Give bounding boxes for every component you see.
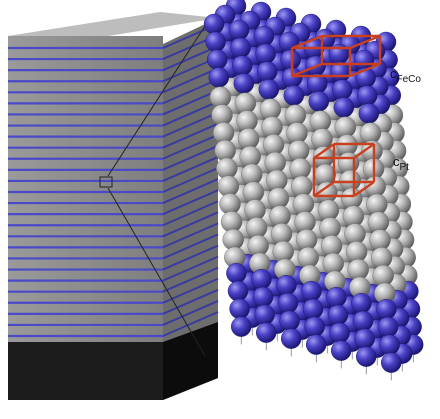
- feco-atom: [254, 304, 275, 325]
- feco-atom: [329, 322, 350, 343]
- feco-atom: [352, 310, 374, 332]
- block-front-face: [8, 36, 163, 400]
- feco-atom: [251, 269, 272, 290]
- layer-stripe-side: [162, 255, 219, 282]
- layer-stripe-side: [162, 122, 219, 149]
- feco-atom: [203, 13, 225, 35]
- feco-atom: [279, 310, 300, 331]
- layer-stripe-side: [162, 233, 219, 260]
- layer-stripe-side: [162, 45, 219, 72]
- layer-stripe-side: [162, 178, 219, 204]
- feco-atom: [281, 328, 302, 349]
- label-c-pt: cPt: [393, 154, 409, 173]
- layer-stripe-side: [162, 288, 219, 315]
- label-c-pt-sub: Pt: [400, 162, 410, 173]
- layer-stripe-side: [162, 133, 219, 160]
- feco-atom: [304, 316, 325, 337]
- feco-atom: [205, 31, 226, 52]
- feco-unit-cell: [290, 34, 382, 78]
- feco-atom: [257, 61, 278, 82]
- layer-stripe-side: [162, 189, 219, 216]
- feco-atom: [333, 97, 354, 118]
- feco-atom: [256, 322, 277, 343]
- feco-atom: [356, 346, 377, 367]
- layer-stripe-side: [162, 244, 219, 271]
- feco-atom: [231, 55, 253, 76]
- feco-atom: [377, 316, 399, 338]
- layer-stripe-side: [162, 89, 219, 116]
- feco-atom: [327, 304, 349, 326]
- unit-cell-edge: [313, 143, 335, 159]
- multilayer-block: [8, 12, 219, 400]
- pt-unit-cell: [312, 142, 376, 198]
- layer-stripe-side: [162, 311, 219, 337]
- unit-cell-edge: [291, 62, 323, 78]
- zoom-selection-box: [99, 176, 113, 188]
- layer-stripe-side: [162, 144, 219, 171]
- layer-stripe-side: [162, 67, 219, 94]
- feco-atom: [283, 85, 304, 106]
- substrate-side: [163, 322, 218, 400]
- layer-stripe-side: [162, 222, 219, 249]
- atomic-lattice: [203, 0, 424, 381]
- substrate-front: [8, 342, 163, 400]
- feco-atom: [228, 19, 250, 41]
- label-c-feco-sub: FeCo: [397, 74, 422, 85]
- feco-atom: [277, 292, 299, 314]
- feco-atom: [255, 43, 276, 64]
- feco-atom: [331, 340, 352, 361]
- feco-atom: [354, 328, 375, 349]
- layer-stripe-side: [162, 100, 219, 127]
- feco-atom: [332, 79, 353, 100]
- feco-atom: [230, 37, 251, 58]
- feco-atom: [233, 73, 255, 94]
- feco-atom: [358, 103, 379, 124]
- feco-atom: [306, 334, 327, 355]
- layer-stripe-side: [162, 111, 219, 138]
- zoom-line-top: [107, 25, 206, 177]
- unit-cell-edge: [353, 143, 375, 159]
- feco-atom: [351, 293, 372, 314]
- feco-atom: [302, 298, 324, 320]
- feco-atom: [276, 275, 297, 296]
- unit-cell-edge: [353, 181, 375, 197]
- label-c-pt-main: c: [393, 154, 400, 169]
- layer-stripe-side: [162, 78, 219, 105]
- layer-stripe-side: [162, 266, 219, 293]
- feco-atom: [227, 280, 249, 302]
- feco-atom: [280, 49, 301, 70]
- unit-cell-edge: [349, 34, 381, 50]
- feco-atom: [206, 49, 228, 70]
- block-side-face: [163, 18, 218, 400]
- label-c-feco-main: c: [390, 66, 397, 81]
- layer-stripe-side: [162, 300, 219, 326]
- feco-atom: [308, 91, 329, 112]
- feco-atom: [381, 352, 402, 373]
- layer-stripe-side: [162, 200, 219, 227]
- layer-stripe-side: [162, 156, 219, 182]
- feco-atom: [258, 79, 279, 100]
- label-c-feco: cFeCo: [390, 66, 421, 85]
- layer-stripes: [8, 23, 219, 338]
- feco-atom: [326, 287, 347, 308]
- feco-atom: [253, 25, 275, 47]
- unit-cell-edge: [349, 62, 381, 78]
- feco-atom: [208, 67, 230, 88]
- feco-atom: [357, 85, 378, 106]
- unit-cells: [290, 34, 382, 198]
- layer-stripe-side: [162, 167, 219, 193]
- unit-cell-edge: [313, 181, 335, 197]
- feco-atom: [376, 299, 397, 320]
- unit-cell-edge: [291, 34, 323, 50]
- feco-atom: [226, 263, 247, 284]
- feco-atom: [301, 281, 322, 302]
- zoom-line-bottom: [107, 187, 206, 357]
- layer-stripe-side: [162, 211, 219, 238]
- feco-atom: [229, 298, 250, 319]
- feco-atom: [230, 316, 252, 337]
- feco-atom: [252, 286, 274, 308]
- feco-atom: [379, 334, 400, 355]
